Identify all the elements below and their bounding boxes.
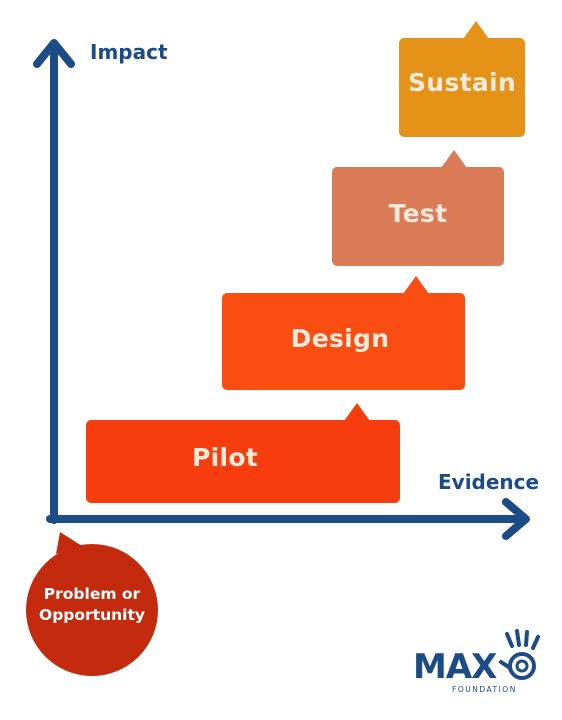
stage-pilot-box bbox=[86, 420, 400, 503]
start-circle bbox=[26, 544, 158, 676]
stage-pilot: Pilot bbox=[86, 420, 364, 495]
stage-test-label: Test bbox=[388, 198, 448, 228]
stage-pilot-label: Pilot bbox=[191, 443, 259, 472]
start-circle-shape bbox=[26, 532, 158, 676]
max-hand-icon bbox=[499, 629, 540, 680]
stage-test-box bbox=[332, 167, 504, 266]
start-circle-tab bbox=[56, 532, 82, 554]
y-axis-label: Impact bbox=[90, 40, 168, 64]
stage-sustain-label: Sustain bbox=[408, 67, 516, 97]
y-axis-arrowhead bbox=[33, 39, 75, 68]
stage-test-shape bbox=[332, 150, 504, 266]
logo-name: MAX bbox=[413, 647, 497, 687]
x-axis-label: Evidence bbox=[438, 470, 540, 494]
stage-pilot-tab bbox=[344, 403, 370, 421]
stage-design-box bbox=[222, 293, 465, 390]
stage-design-label: Design bbox=[290, 323, 390, 353]
axes bbox=[33, 39, 530, 540]
stage-design-tab bbox=[403, 276, 429, 294]
start-label: Problem or Opportunity bbox=[39, 585, 145, 624]
stage-design-shape bbox=[222, 276, 465, 390]
stage-test: Test bbox=[332, 167, 504, 259]
x-axis-arrowhead bbox=[502, 498, 530, 540]
stage-sustain: Sustain bbox=[399, 38, 525, 126]
stage-design: Design bbox=[222, 293, 458, 383]
stage-sustain-shape bbox=[399, 21, 525, 137]
stage-sustain-box bbox=[399, 38, 525, 137]
stage-sustain-tab bbox=[463, 21, 489, 39]
stage-pilot-shape bbox=[86, 403, 400, 503]
stage-test-tab bbox=[441, 150, 467, 168]
logo-subtitle: FOUNDATION bbox=[452, 685, 517, 694]
